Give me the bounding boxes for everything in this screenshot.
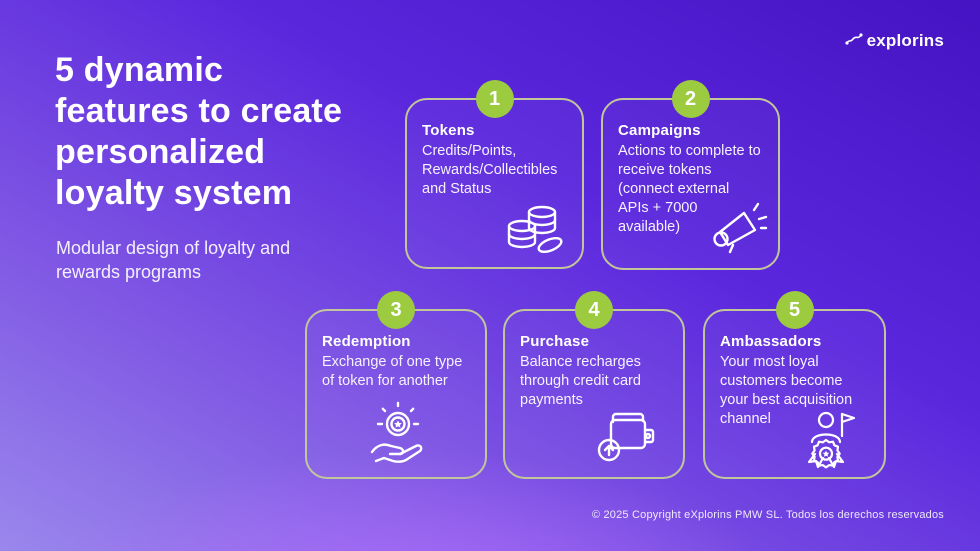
ambassador-icon <box>798 408 862 475</box>
number-badge: 4 <box>575 291 613 329</box>
subtitle: Modular design of loyalty and rewards pr… <box>56 238 291 282</box>
feature-card-campaigns: 2 Campaigns Actions to complete to recei… <box>601 80 780 270</box>
logo-text: explorins <box>866 31 944 50</box>
feature-card-redemption: 3 Redemption Exchange of one type of tok… <box>305 291 487 479</box>
megaphone-icon <box>706 197 768 260</box>
card-title: Purchase <box>520 333 590 350</box>
hand-coin-icon <box>360 400 432 473</box>
number-badge: 2 <box>671 80 710 118</box>
title-line: 5 dynamic <box>55 51 224 89</box>
number-badge: 5 <box>775 291 814 329</box>
feature-card-purchase: 4 Purchase Balance recharges through cre… <box>503 291 685 479</box>
title-line: loyalty system <box>55 174 293 212</box>
card-body: Your most loyal customers become your be… <box>720 354 853 427</box>
card-body: Exchange of one type of token for anothe… <box>322 354 463 389</box>
wallet-icon <box>591 404 657 471</box>
card-title: Tokens <box>422 122 475 139</box>
feature-card-tokens: 1 Tokens Credits/Points, Rewards/Collect… <box>405 80 584 269</box>
page-title: 5 dynamic features to create personalize… <box>55 50 415 214</box>
title-line: personalized <box>55 133 266 171</box>
card-title: Redemption <box>322 333 411 350</box>
card-body: Balance recharges through credit card pa… <box>520 354 641 408</box>
copyright-text: © 2025 Copyright eXplorins PMW SL. Todos… <box>591 509 944 521</box>
number-badge: 3 <box>377 291 415 329</box>
card-title: Ambassadors <box>720 333 822 350</box>
card-title: Campaigns <box>618 122 701 139</box>
route-squiggle-icon <box>845 30 865 51</box>
card-body: Actions to complete to receive tokens (c… <box>618 143 761 235</box>
coins-icon <box>502 196 568 261</box>
feature-card-ambassadors: 5 Ambassadors Your most loyal customers … <box>703 291 886 479</box>
number-badge: 1 <box>475 80 514 118</box>
explorins-logo: explorins <box>845 30 944 51</box>
title-line: features to create <box>55 92 343 130</box>
card-body: Credits/Points, Rewards/Collectibles and… <box>422 143 558 197</box>
